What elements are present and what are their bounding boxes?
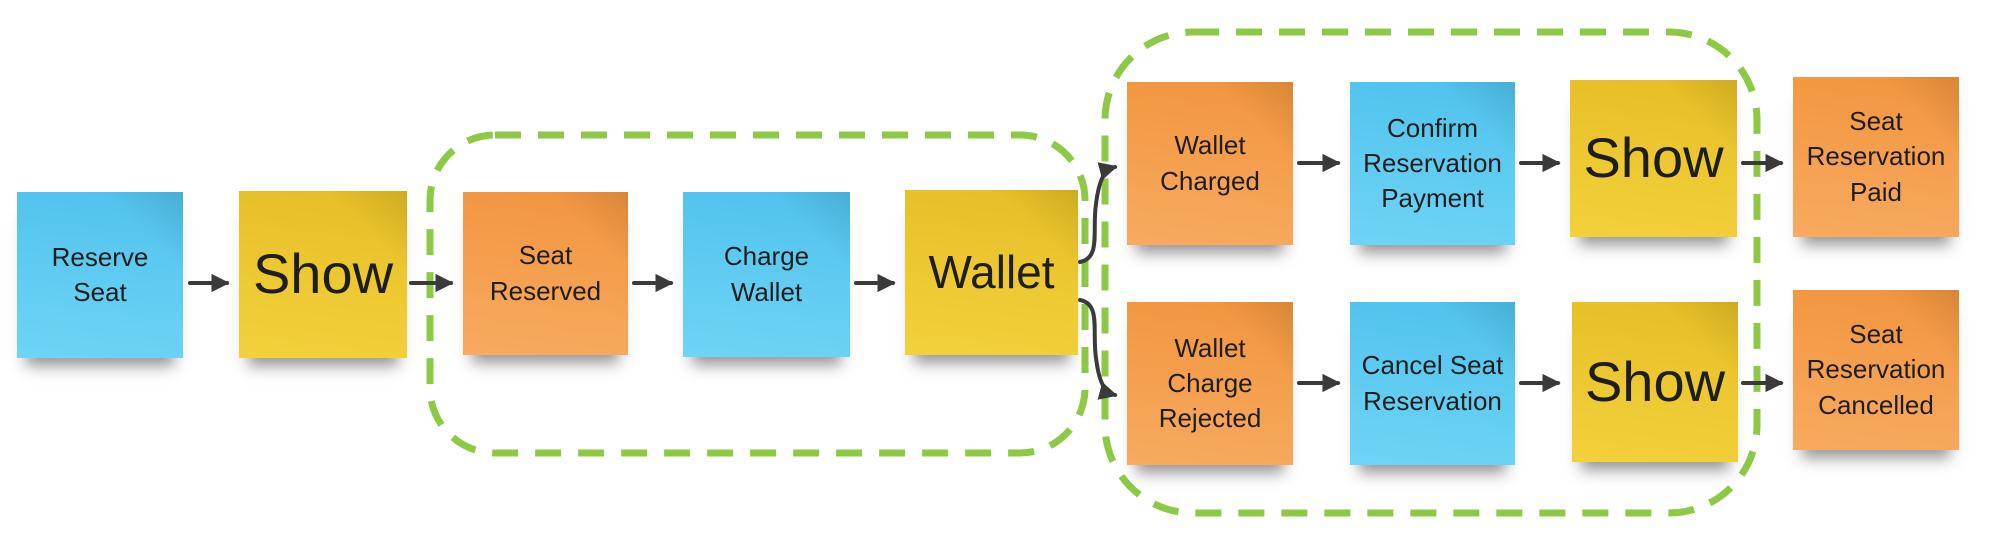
sticky-note-seat-reserved[interactable]: Seat Reserved <box>463 192 628 355</box>
sticky-note-charge-wallet[interactable]: Charge Wallet <box>683 192 850 357</box>
sticky-note-label: Wallet Charge Rejected <box>1158 332 1262 434</box>
sticky-note-label: Show <box>1584 349 1726 413</box>
sticky-note-label: Reserve Seat <box>51 241 149 307</box>
sticky-note-show-2[interactable]: Show <box>1570 80 1737 237</box>
sticky-note-label: Wallet Charged <box>1160 130 1260 196</box>
connector-wallet-to-wallet-charge-rejected[interactable] <box>1078 298 1118 400</box>
sticky-note-show-1[interactable]: Show <box>239 191 407 358</box>
sticky-note-wallet-charge-rejected[interactable]: Wallet Charge Rejected <box>1127 302 1293 465</box>
sticky-note-wallet[interactable]: Wallet <box>905 190 1078 355</box>
connector-wallet-to-wallet-charged[interactable] <box>1078 162 1118 264</box>
sticky-note-label: Seat Reservation Paid <box>1806 106 1946 207</box>
sticky-note-label: Wallet <box>928 246 1055 299</box>
sticky-note-seat-reservation-cancelled[interactable]: Seat Reservation Cancelled <box>1793 290 1959 450</box>
sticky-note-seat-reservation-paid[interactable]: Seat Reservation Paid <box>1793 77 1959 237</box>
sticky-note-label: Confirm Reservation Payment <box>1363 112 1502 214</box>
sticky-note-cancel-seat-reservation[interactable]: Cancel Seat Reservation <box>1350 302 1515 465</box>
sticky-note-show-3[interactable]: Show <box>1572 302 1738 462</box>
sticky-note-wallet-charged[interactable]: Wallet Charged <box>1127 82 1293 245</box>
dashed-group-charge-wallet[interactable] <box>426 131 1089 457</box>
sticky-note-label: Charge Wallet <box>723 241 810 307</box>
sticky-note-label: Show <box>1583 126 1724 190</box>
sticky-note-label: Seat Reserved <box>489 240 602 306</box>
sticky-note-confirm-reservation-payment[interactable]: Confirm Reservation Payment <box>1350 82 1515 245</box>
sticky-note-label: Show <box>252 242 394 306</box>
sticky-note-label: Seat Reservation Cancelled <box>1806 319 1946 420</box>
sticky-note-reserve-seat[interactable]: Reserve Seat <box>17 192 183 358</box>
dashed-group-charge-outcome[interactable] <box>1101 28 1761 517</box>
sticky-note-label: Cancel Seat Reservation <box>1361 350 1504 416</box>
